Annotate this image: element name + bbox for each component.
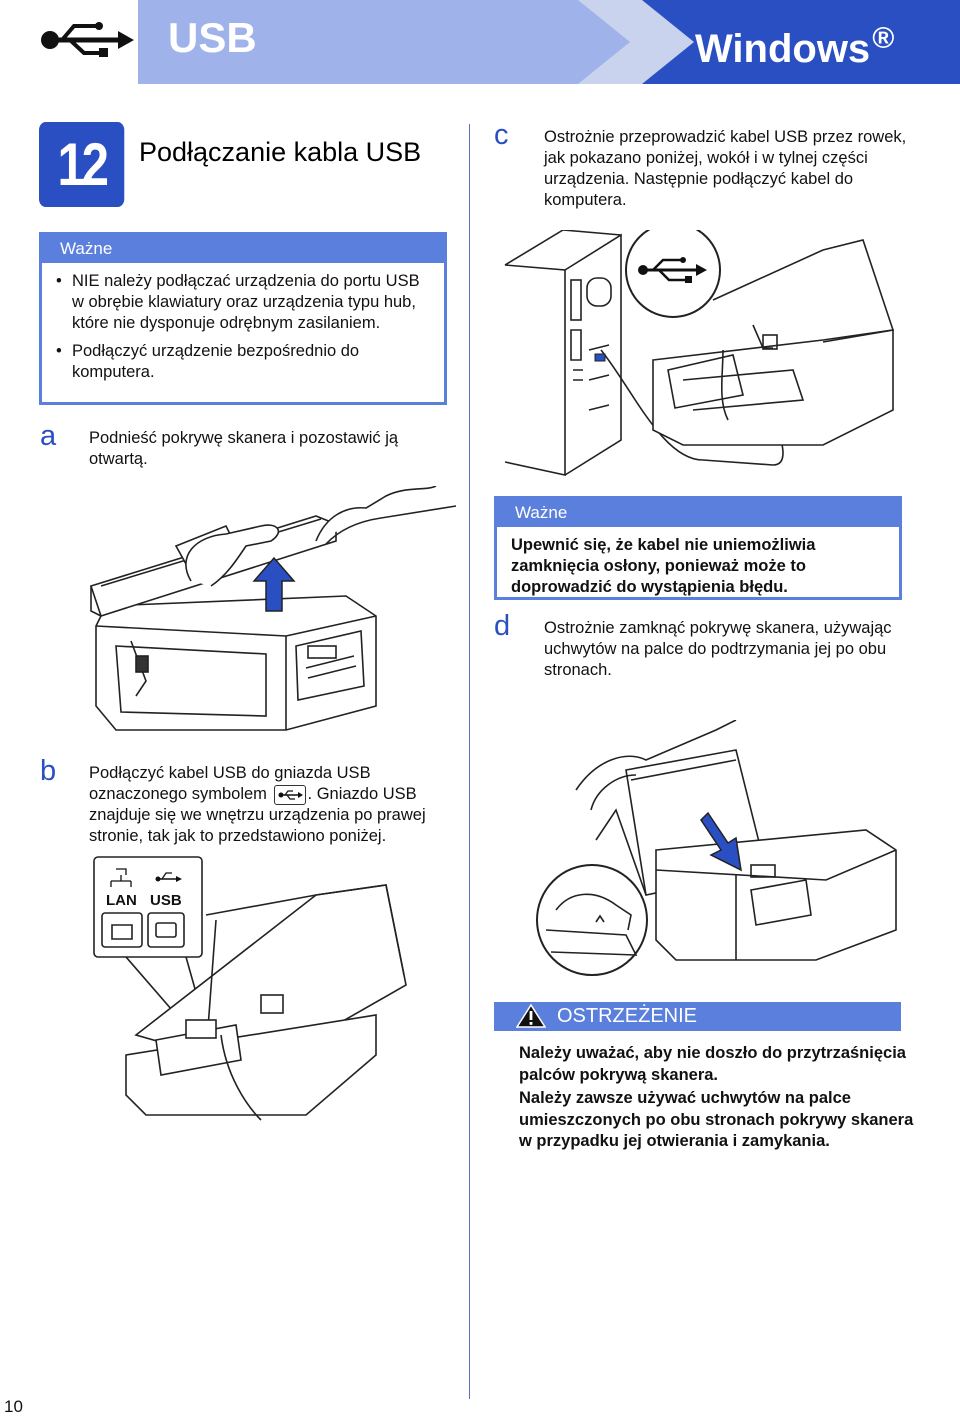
step-c-text: Ostrożnie przeprowadzić kabel USB przez … <box>544 128 907 209</box>
warning-triangle-icon <box>516 1004 546 1028</box>
section-title: USB <box>168 14 257 61</box>
step-d-text: Ostrożnie zamknąć pokrywę skanera, używa… <box>544 619 892 679</box>
header-blue-band <box>138 0 960 84</box>
step-a-text: Podnieść pokrywę skanera i pozostawić ją… <box>89 429 399 468</box>
step-letter-c: c <box>494 119 509 151</box>
lan-label: LAN <box>106 892 137 909</box>
column-divider <box>469 124 470 1399</box>
important-box-1: Ważne NIE należy podłączać urządzenia do… <box>39 232 447 405</box>
important-heading: Ważne <box>42 235 444 263</box>
step-b-text: Podłączyć kabel USB do gniazda USB oznac… <box>89 764 426 845</box>
usb-label: USB <box>150 892 182 909</box>
usb-port-illustration: LAN USB <box>93 856 407 1121</box>
step-letter-b: b <box>40 755 57 787</box>
lan-icon <box>110 868 132 887</box>
important-item: Podłączyć urządzenie bezpośrednio do kom… <box>56 341 432 383</box>
page-number: 10 <box>4 1397 23 1416</box>
warning-text-2: Należy zawsze używać uchwytów na palce u… <box>519 1089 914 1150</box>
important-heading: Ważne <box>497 499 899 527</box>
printer-open-cover-illustration <box>89 486 457 731</box>
warning-heading: OSTRZEŻENIE <box>494 1002 901 1031</box>
important-text: Upewnić się, że kabel nie uniemożliwia z… <box>511 536 816 596</box>
warning-text-1: Należy uważać, aby nie doszło do przytrz… <box>519 1044 906 1084</box>
usb-icon <box>41 22 134 57</box>
close-cover-illustration <box>536 720 897 976</box>
step-letter-a: a <box>40 420 57 452</box>
header-icon-area <box>0 0 138 84</box>
important-item: NIE należy podłączać urządzenia do portu… <box>56 271 432 334</box>
os-title: Windows® <box>695 22 895 71</box>
step-letter-d: d <box>494 610 511 642</box>
step-title: Podłączanie kabla USB <box>139 137 422 167</box>
usb-symbol-icon <box>273 785 306 805</box>
important-box-2: Ważne Upewnić się, że kabel nie uniemożl… <box>494 496 902 600</box>
step-number-badge: 12 <box>39 122 125 207</box>
cable-routing-illustration <box>504 230 895 476</box>
